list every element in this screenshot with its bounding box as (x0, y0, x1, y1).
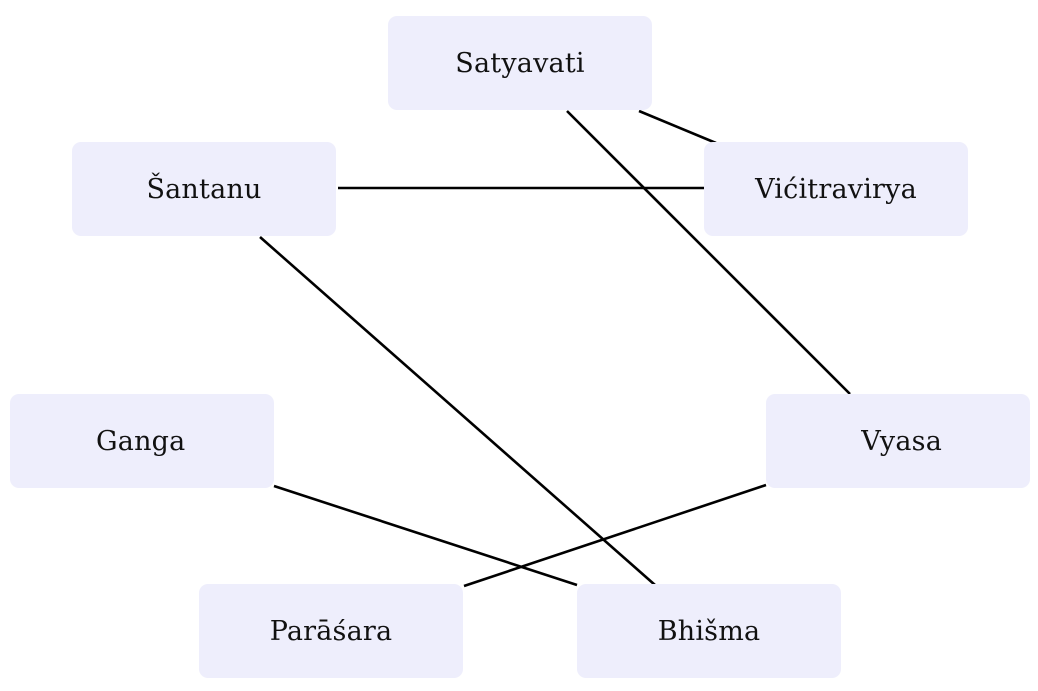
node-ganga: Ganga (10, 394, 274, 488)
node-label-santanu: Šantanu (146, 173, 262, 205)
node-bhisma: Bhišma (577, 584, 841, 678)
node-santanu: Šantanu (72, 142, 336, 236)
node-label-ganga: Ganga (96, 425, 186, 457)
node-vyasa: Vyasa (766, 394, 1030, 488)
node-label-satyavati: Satyavati (455, 47, 585, 79)
node-label-vicitravirya: Vićitravirya (755, 173, 917, 205)
node-vicitravirya: Vićitravirya (704, 142, 968, 236)
node-parasara: Parāśara (199, 584, 463, 678)
edge-satyavati-vyasa (566, 110, 851, 395)
node-label-parasara: Parāśara (269, 615, 393, 647)
edge-parasara-vyasa (463, 483, 767, 588)
edge-santanu-bhisma (259, 236, 656, 586)
node-satyavati: Satyavati (388, 16, 652, 110)
node-label-vyasa: Vyasa (861, 425, 942, 457)
node-label-bhisma: Bhišma (657, 615, 761, 647)
edge-satyavati-vicitravirya (638, 109, 717, 145)
edge-ganga-bhisma (273, 484, 578, 587)
